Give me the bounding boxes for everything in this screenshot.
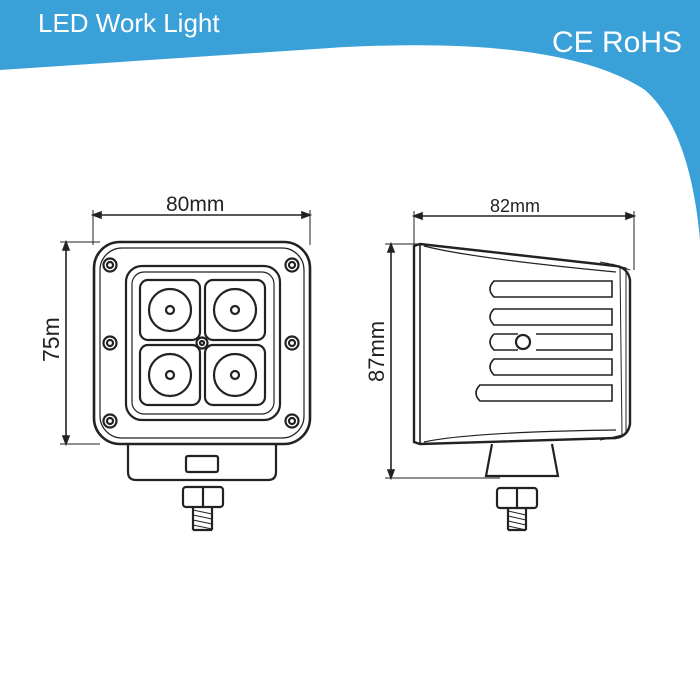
side-housing <box>412 242 632 532</box>
front-width-label: 80mm <box>166 193 225 216</box>
product-title: LED Work Light <box>38 8 220 38</box>
front-height-label: 75m <box>38 317 64 362</box>
front-housing <box>92 240 312 532</box>
side-depth-label: 82mm <box>490 196 541 216</box>
certification-label: CE RoHS <box>551 26 682 59</box>
side-height-label: 87mm <box>364 320 389 382</box>
